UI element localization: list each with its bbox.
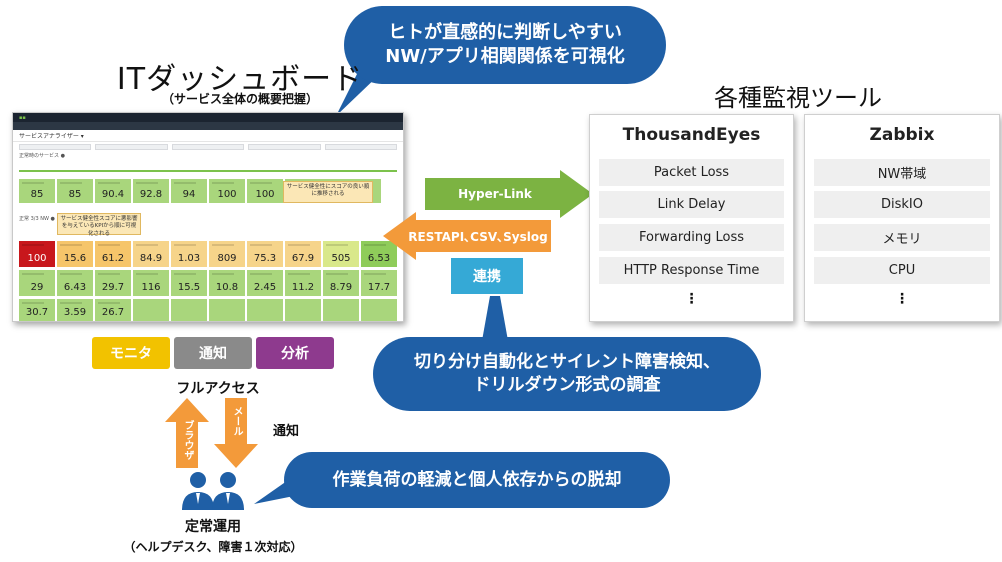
tile-row-2: 100 15.6 61.2 84.9 1.03 809 75.3 67.9 50… [19, 241, 397, 267]
kpi-tile[interactable]: 10.8 [209, 270, 245, 296]
kpi-tile[interactable]: 3.59 [57, 299, 93, 321]
kpi-tile[interactable]: 26.7 [95, 299, 131, 321]
zabbix-name: Zabbix [869, 125, 935, 145]
browser-arrow [165, 398, 209, 468]
kpi-tile[interactable]: 15.6 [57, 241, 93, 267]
metric-memory: メモリ [814, 224, 990, 251]
full-access-label: フルアクセス [176, 381, 260, 397]
dashboard-topbar: ▪▪ [13, 113, 403, 122]
tools-title: 各種監視ツール [714, 84, 882, 112]
kpi-tile[interactable]: 75.3 [247, 241, 283, 267]
kpi-tile[interactable]: 29 [19, 270, 55, 296]
dashboard-subtitle: （サービス全体の概要把握） [161, 92, 318, 106]
splunk-logo: ▪▪ [19, 114, 26, 121]
metric-forwarding-loss: Forwarding Loss [599, 224, 784, 251]
kpi-tile[interactable]: 85 [19, 179, 55, 203]
kpi-tile[interactable]: 100 [247, 179, 283, 203]
operators-icon [182, 472, 244, 510]
kpi-tile[interactable]: 15.5 [171, 270, 207, 296]
kpi-tile[interactable]: 1.03 [171, 241, 207, 267]
operation-subtitle: （ヘルプデスク、障害１次対応） [123, 540, 303, 554]
notify-box: 通知 [174, 337, 252, 369]
kpi-tile[interactable]: 6.53 [361, 241, 397, 267]
kpi-tile[interactable]: 85 [57, 179, 93, 203]
restapi-arrow [383, 212, 551, 260]
tile-row-4: 30.7 3.59 26.7 [19, 299, 397, 321]
kpi-tile[interactable]: 100 [209, 179, 245, 203]
bottom-bubble-text: 作業負荷の軽減と個人依存からの脱却 [332, 469, 622, 490]
metric-http-response-time: HTTP Response Time [599, 257, 784, 284]
kpi-tile[interactable]: 8.79 [323, 270, 359, 296]
hyperlink-label: Hyper-Link [458, 187, 532, 201]
thousandeyes-more: ⋮ [684, 291, 699, 307]
kpi-tile[interactable]: 94 [171, 179, 207, 203]
top-bubble-line1: ヒトが直感的に判断しやすい [388, 21, 622, 43]
kpi-tile[interactable]: 505 [323, 241, 359, 267]
mail-label: メール [231, 406, 242, 436]
restapi-label: RESTAPI､CSV､Syslog [408, 229, 548, 244]
top-bubble-line2: NW/アプリ相関関係を可視化 [385, 46, 625, 67]
dashboard-screenshot: ▪▪ サービスアナライザー ▾ 正常時のサービス ● 85 85 90.4 92… [12, 112, 404, 322]
top-speech-bubble: ヒトが直感的に判断しやすい NW/アプリ相関関係を可視化 [344, 6, 666, 84]
kpi-tile[interactable]: 6.43 [57, 270, 93, 296]
middle-bubble-line1: 切り分け自動化とサイレント障害検知、 [414, 352, 720, 373]
analyze-box: 分析 [256, 337, 334, 369]
dashboard-filters [13, 142, 403, 152]
top-bubble-tail [336, 72, 382, 116]
kpi-tile[interactable]: 90.4 [95, 179, 131, 203]
kpi-tile-critical[interactable]: 100 [19, 241, 55, 267]
kpi-tile[interactable]: 29.7 [95, 270, 131, 296]
metric-cpu: CPU [814, 257, 990, 284]
dashboard-sparkline [19, 160, 397, 172]
metric-packet-loss: Packet Loss [599, 159, 784, 186]
monitor-box: モニタ [92, 337, 170, 369]
operation-title: 定常運用 [185, 519, 241, 535]
zabbix-more: ⋮ [895, 291, 909, 307]
metric-link-delay: Link Delay [599, 191, 784, 218]
notify-label: 通知 [273, 424, 300, 439]
kpi-tile[interactable]: 30.7 [19, 299, 55, 321]
kpi-tile[interactable]: 84.9 [133, 241, 169, 267]
metric-nw-bandwidth: NW帯域 [814, 159, 990, 186]
dashboard-header: サービスアナライザー ▾ [13, 130, 403, 142]
dashboard-section-nw: 正常 3/3 NW ● [19, 216, 55, 222]
thousandeyes-card: ThousandEyes Packet Loss Link Delay Forw… [589, 114, 794, 322]
tile-row-3: 29 6.43 29.7 116 15.5 10.8 2.45 11.2 8.7… [19, 270, 397, 296]
kpi-tile[interactable]: 17.7 [361, 270, 397, 296]
dashboard-nav [13, 122, 403, 130]
hyperlink-arrow [425, 170, 593, 218]
kpi-tile[interactable]: 11.2 [285, 270, 321, 296]
middle-speech-bubble: 切り分け自動化とサイレント障害検知、 ドリルダウン形式の調査 [373, 337, 761, 411]
zabbix-card: Zabbix NW帯域 DiskIO メモリ CPU ⋮ [804, 114, 1000, 322]
kpi-tile[interactable]: 61.2 [95, 241, 131, 267]
thousandeyes-name: ThousandEyes [622, 125, 761, 145]
dashboard-note-2: サービス健全性スコアに悪影響を与えているKPIから順に可視化される [57, 213, 141, 237]
kpi-tile[interactable]: 2.45 [247, 270, 283, 296]
renkei-badge: 連携 [451, 258, 523, 294]
metric-diskio: DiskIO [814, 191, 990, 218]
bottom-speech-bubble: 作業負荷の軽減と個人依存からの脱却 [284, 452, 670, 508]
kpi-tile[interactable]: 67.9 [285, 241, 321, 267]
middle-bubble-line2: ドリルダウン形式の調査 [473, 375, 661, 395]
kpi-tile[interactable]: 92.8 [133, 179, 169, 203]
dashboard-section-services: 正常時のサービス ● [19, 153, 65, 159]
kpi-tile[interactable]: 809 [209, 241, 245, 267]
dashboard-title: ITダッシュボード [116, 62, 364, 97]
dashboard-note-1: サービス健全性にスコアの良い順に推移される [283, 181, 373, 203]
browser-label: ブラウザ [182, 420, 193, 460]
mail-arrow [214, 398, 258, 468]
kpi-tile[interactable]: 116 [133, 270, 169, 296]
